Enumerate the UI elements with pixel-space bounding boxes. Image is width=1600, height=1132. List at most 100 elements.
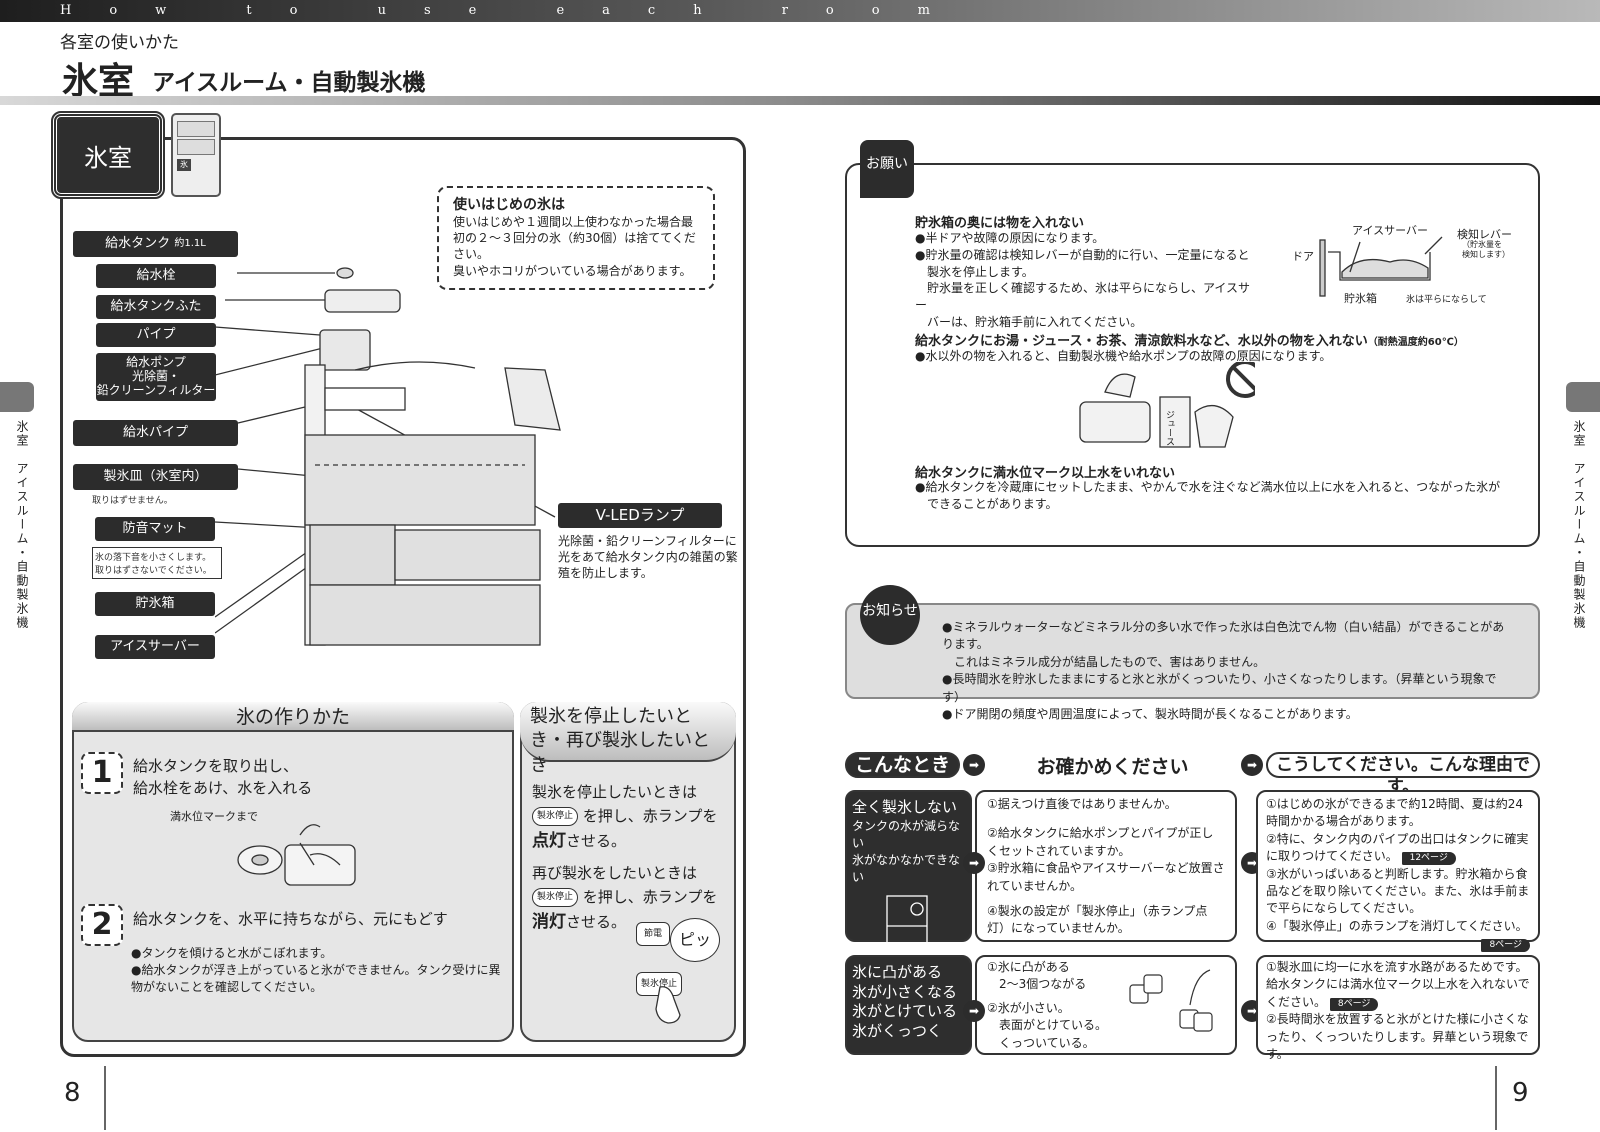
row2-check-1: ①氷に凸がある	[987, 960, 1070, 974]
row2-when-cell: 氷に凸がある 氷が小さくなる 氷がとけている 氷がくっつく	[845, 955, 972, 1055]
step-2-note-1: ●タンクを傾けると水がこぼれます。	[131, 946, 333, 960]
stop-line: 製氷を停止したいときは	[532, 783, 698, 801]
label-pipe: パイプ	[96, 323, 216, 347]
right-side-label: 氷室 アイスルーム・自動製氷機	[1572, 420, 1586, 630]
page-title: 氷室	[62, 61, 135, 102]
row1-page-ref-2[interactable]: 8ページ	[1481, 939, 1530, 953]
sound-mat-note: 氷の落下音を小さくします。 取りはずさないでください。	[92, 547, 222, 579]
row1-page-ref-1[interactable]: 12ページ	[1401, 852, 1456, 866]
row1-do-cell: ①はじめの氷ができるまで約12時間、夏は約24時間かかる場合があります。 ②特に…	[1256, 790, 1540, 953]
table-header-check: お確かめください	[1036, 756, 1189, 778]
info-line-1: ●ミネラルウォーターなどミネラル分の多い水で作った氷は白色沈でん物（白い結晶）が…	[942, 620, 1505, 652]
request-body-1-line-5: バーは、貯氷箱手前に入れてください。	[915, 314, 1143, 329]
info-tag: お知らせ	[860, 585, 920, 645]
vled-description: 光除菌・鉛クリーンフィルターに光をあて給水タンク内の雑菌の繁殖を防止します。	[558, 534, 738, 581]
header-strip-text: How to use each room	[60, 3, 968, 18]
page-title-sub: アイスルーム・自動製氷機	[152, 70, 426, 96]
request-tag: お願い	[860, 140, 914, 198]
header-divider	[0, 96, 1600, 105]
request-body-1-line-3: 製氷を停止します。	[915, 264, 1034, 279]
info-panel: ●ミネラルウォーターなどミネラル分の多い水で作った氷は白色沈でん物（白い結晶）が…	[845, 603, 1540, 721]
request-body-1-line-2: ●貯氷量の確認は検知レバーが自動的に行い、一定量になると	[915, 247, 1250, 262]
label-tank-lid: 給水タンクふた	[96, 295, 216, 319]
step-1-number: 1	[81, 752, 123, 794]
row1-do-1: ①はじめの氷ができるまで約12時間、夏は約24時間かかる場合があります。	[1266, 797, 1524, 829]
resume-suru-text: させる。	[566, 913, 627, 932]
stop-suru-text: させる。	[566, 832, 627, 850]
resume-ice-button-icon: 製氷停止	[532, 888, 579, 907]
page-number-rule-right	[1495, 1066, 1497, 1130]
how-to-make-ice-heading: 氷の作りかた	[72, 702, 514, 732]
row1-check-4: ④製氷の設定が「製氷停止」（赤ランプ点灯）になっていませんか。	[987, 903, 1208, 936]
diagram-server-label: アイスサーバー	[1352, 224, 1429, 237]
label-vled-lamp: V-LEDランプ	[558, 503, 722, 528]
request-body-3-line-2: できることがあります。	[915, 496, 1058, 511]
page-number-right: 9	[1512, 1078, 1529, 1108]
first-ice-heading: 使いはじめの氷は	[453, 197, 565, 213]
left-content-frame	[60, 137, 746, 1057]
ice-bin-diagram	[1319, 236, 1443, 297]
setsuden-button: 節電	[636, 922, 670, 946]
row2-when-3: 氷がとけている	[852, 1002, 958, 1020]
row1-when-1: 全く製氷しない	[852, 798, 958, 816]
pi-sound-bubble: ピッ	[670, 918, 720, 962]
label-ice-bin: 貯氷箱	[95, 592, 215, 616]
stop-ice-instructions: 製氷を停止したいときは 製氷停止 を押し、赤ランプを 点灯させる。 再び製氷をし…	[532, 780, 732, 936]
request-body-1-line-4: 貯氷量を正しく確認するため、氷は平らにならし、アイスサー	[915, 281, 1251, 313]
fridge-illustration	[215, 267, 561, 646]
info-line-3: ●長時間氷を貯氷したままにすると氷と氷がくっついたり、小さくなったりします。（昇…	[942, 672, 1497, 704]
arrow-icon: ➡	[963, 754, 985, 776]
row2-check-2: 2～3個つながる	[987, 977, 1087, 992]
diagram-door-label: ドア	[1292, 250, 1314, 263]
info-line-4: ●ドア開閉の頻度や周囲温度によって、製氷時間が長くなることがあります。	[942, 706, 1358, 721]
step-2-note-2: ●給水タンクが浮き上がっていると氷ができません。タンク受けに異物がないことを確認…	[131, 963, 501, 995]
row1-do-3: ③氷がいっぱいあると判断します。貯氷箱から食品などを取り除いてください。また、氷…	[1266, 866, 1530, 916]
request-panel	[845, 163, 1540, 547]
label-water-tank-capacity: 約1.1L	[174, 238, 206, 250]
row1-when-2: タンクの水が減らない	[852, 819, 961, 850]
juice-carton-label: ジュース	[1164, 410, 1174, 446]
row2-page-ref[interactable]: 8ページ	[1329, 997, 1379, 1011]
section-subtitle: 各室の使いかた	[60, 33, 179, 53]
resume-press-text: を押し、赤ランプを	[582, 888, 718, 907]
stop-press-text: を押し、赤ランプを	[582, 807, 718, 825]
label-ice-tray: 製氷皿（氷室内）	[73, 464, 238, 490]
row2-check-5: くっついている。	[987, 1035, 1095, 1050]
first-ice-body: 使いはじめや１週間以上使わなかった場合最初の２～３回分の氷（約30個）は捨ててく…	[453, 215, 696, 262]
row2-do-1: ①製氷皿に均一に水を流す水路があるためです。給水タンクには満水位マーク以上水を入…	[1266, 960, 1530, 1009]
first-ice-notice: 使いはじめの氷は 使いはじめや１週間以上使わなかった場合最初の２～３回分の氷（約…	[437, 186, 715, 290]
ice-cubes-illustration	[1129, 969, 1213, 1032]
label-ice-server: アイスサーバー	[95, 635, 215, 659]
resume-line: 再び製氷をしたいときは	[532, 864, 698, 883]
row2-do-cell: ①製氷皿に均一に水を流す水路があるためです。給水タンクには満水位マーク以上水を入…	[1256, 955, 1540, 1061]
row1-check-3: ③貯氷箱に食品やアイスサーバーなど放置されていませんか。	[987, 861, 1225, 893]
row1-check-cell: ①据えつけ直後ではありませんか。 ②給水タンクに給水ポンプとパイプが正しくセット…	[975, 790, 1237, 942]
arrow-icon: ➡	[963, 852, 985, 874]
request-heading-2-note: （耐熱温度約60℃）	[1367, 337, 1464, 348]
fill-mark-label: 満水位マークまで	[170, 810, 258, 823]
request-heading-2-text: 給水タンクにお湯・ジュース・お茶、清涼飲料水など、水以外の物を入れない	[915, 334, 1368, 349]
arrow-icon: ➡	[1241, 754, 1263, 776]
no-liquids-illustration	[1079, 362, 1255, 448]
row1-check-1: ①据えつけ直後ではありませんか。	[987, 797, 1177, 811]
left-side-label: 氷室 アイスルーム・自動製氷機	[15, 420, 29, 630]
table-header-when: こんなとき	[845, 752, 960, 778]
arrow-icon: ➡	[963, 1000, 985, 1022]
tank-fill-illustration	[237, 824, 356, 886]
row2-when-2: 氷が小さくなる	[852, 982, 958, 1001]
fridge-icon-ice-label: 氷	[177, 159, 191, 171]
row1-do-4: ④「製氷停止」の赤ランプを消灯してください。	[1266, 918, 1528, 933]
request-body-3: ●給水タンクを冷蔵庫にセットしたまま、やかんで水を注ぐなど満水位以上に水を入れる…	[915, 479, 1500, 513]
request-heading-3: 給水タンクに満水位マーク以上水をいれない	[915, 466, 1176, 481]
row2-when-4: 氷がくっつく	[852, 1021, 943, 1040]
row1-when-3: 氷がなかなかできない	[852, 853, 961, 884]
row2-check-4: 表面がとけている。	[987, 1018, 1108, 1033]
diagram-bin-label: 貯氷箱	[1344, 292, 1377, 305]
step-2-text: 給水タンクを、水平に持ちながら、元にもどす	[133, 910, 448, 928]
fridge-icon: 氷	[171, 113, 221, 197]
label-sound-mat: 防音マット	[95, 517, 215, 541]
row2-check-3: ②氷が小さい。	[987, 1000, 1070, 1015]
row2-when-1: 氷に凸がある	[852, 963, 943, 981]
label-water-tank: 給水タンク 約1.1L	[73, 231, 238, 257]
row1-check-2: ②給水タンクに給水ポンプとパイプが正しくセットされていますか。	[987, 826, 1214, 858]
